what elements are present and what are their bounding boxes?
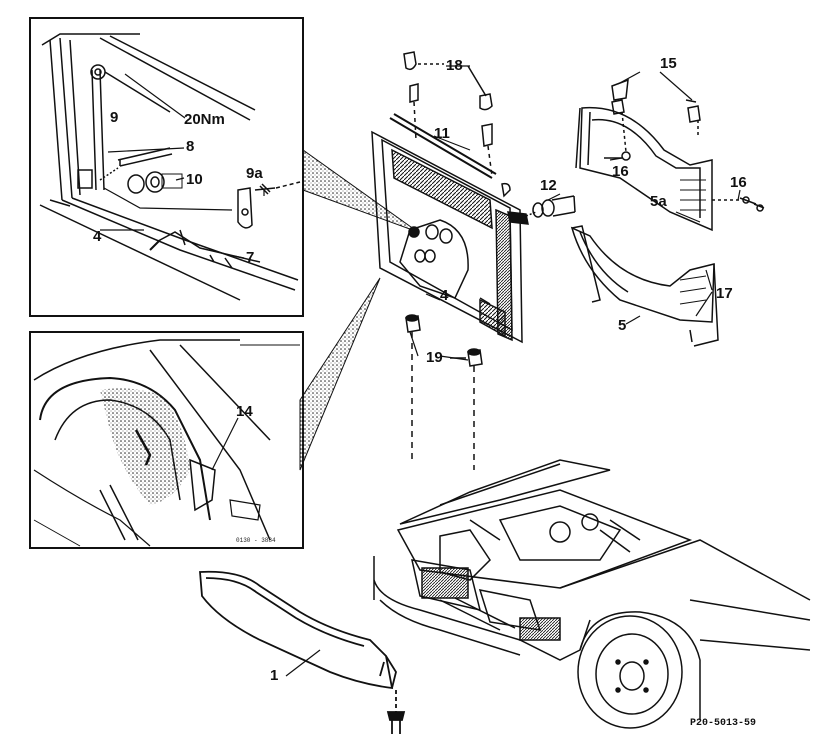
car-front-view [373, 459, 811, 729]
leader-lines [100, 65, 741, 677]
callout-12: 12 [540, 177, 557, 194]
document-number: P20-5013-59 [690, 718, 757, 729]
callout-10: 10 [186, 171, 203, 188]
callout-16-b: 16 [730, 174, 747, 191]
callout-16-a: 16 [612, 163, 629, 180]
callout-17: 17 [716, 285, 733, 302]
callout-torque: 20Nm [184, 111, 225, 128]
inset-engine-bay-photo [29, 331, 304, 549]
callout-7: 7 [246, 249, 255, 266]
photo-connector-cone [299, 277, 381, 471]
callout-11: 11 [434, 125, 450, 142]
clips-18 [403, 51, 493, 177]
callout-4-inset: 4 [93, 228, 102, 245]
callout-4-radiator: 4 [440, 287, 449, 304]
detail-connector-cone [302, 149, 419, 233]
callout-14: 14 [236, 403, 253, 420]
callout-18: 18 [446, 57, 463, 74]
callout-1: 1 [270, 667, 279, 684]
radiator-assembly [371, 113, 576, 344]
callout-5: 5 [618, 317, 627, 334]
rubber-mounts-19 [405, 314, 483, 470]
fan-shroud-lower-5 [570, 225, 719, 347]
fan-shroud-upper-5a [575, 78, 765, 232]
callout-5a: 5a [650, 193, 667, 210]
engine-underpanel [199, 570, 406, 734]
callout-15: 15 [660, 55, 677, 72]
callout-9a: 9a [246, 165, 263, 182]
callout-19: 19 [426, 349, 443, 366]
photo-code: 0130 - 3884 [236, 537, 276, 544]
callout-9: 9 [110, 109, 119, 126]
inset-radiator-mount-detail [29, 17, 304, 317]
callout-8: 8 [186, 138, 195, 155]
